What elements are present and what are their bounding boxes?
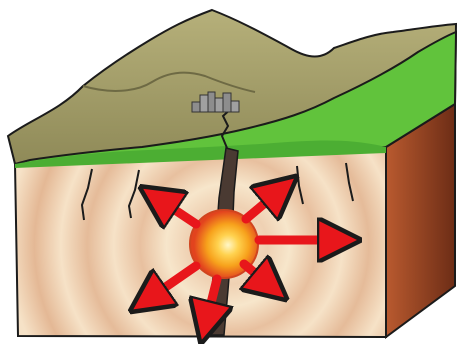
earthquake-diagram — [0, 0, 462, 344]
